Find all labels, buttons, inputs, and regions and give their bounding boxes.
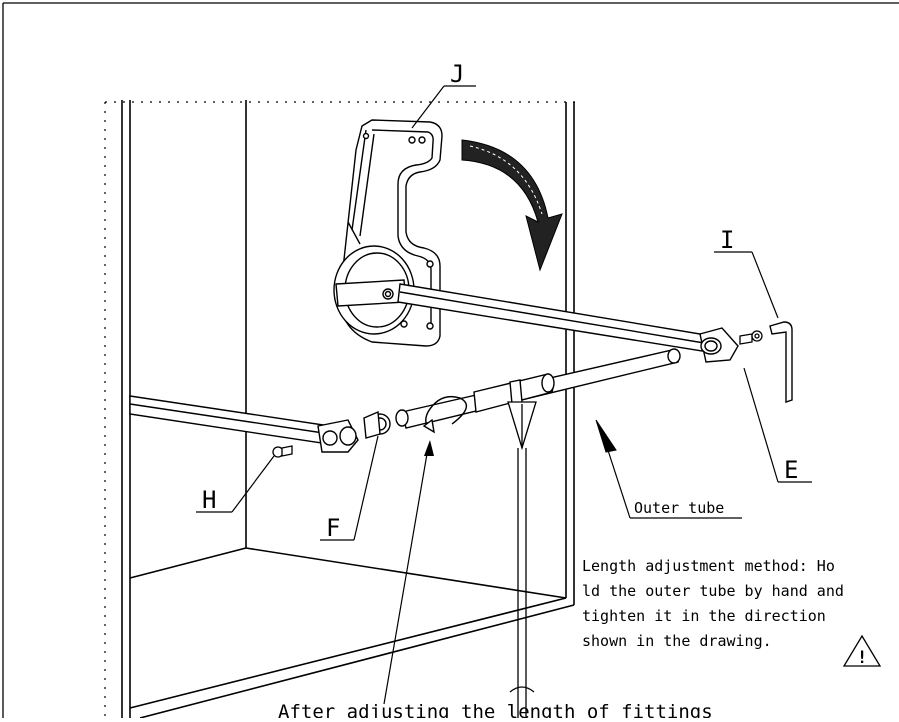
screw-e bbox=[739, 330, 763, 345]
upper-arm bbox=[397, 283, 713, 353]
label-f: F bbox=[326, 514, 340, 542]
label-i: I bbox=[720, 226, 734, 254]
elbow-connector-e bbox=[699, 327, 739, 363]
label-h: H bbox=[202, 486, 216, 514]
instruction-line-3: tighten it in the direction bbox=[582, 607, 826, 625]
pull-handle bbox=[507, 401, 537, 718]
rotation-arrow bbox=[461, 139, 563, 272]
instruction-line-4: shown in the drawing. bbox=[582, 632, 772, 650]
instruction-text: Length adjustment method: Ho ld the oute… bbox=[582, 557, 844, 650]
tube-pointer-arrow bbox=[424, 440, 434, 456]
warning-symbol: ! bbox=[857, 648, 867, 668]
warning-icon: ! bbox=[842, 634, 882, 668]
tube-rotation-arrow bbox=[422, 395, 468, 434]
label-e: E bbox=[784, 456, 798, 484]
outer-tube bbox=[473, 373, 555, 413]
outer-tube-pointer-arrow bbox=[595, 419, 617, 453]
lift-mechanism bbox=[333, 119, 443, 347]
bottom-caption: After adjusting the length of fittings bbox=[278, 701, 713, 718]
instruction-line-1: Length adjustment method: Ho bbox=[582, 557, 835, 575]
outer-tube-label: Outer tube bbox=[634, 499, 724, 517]
leader-lines bbox=[196, 85, 812, 705]
hex-key-i bbox=[769, 321, 793, 403]
end-cap-f bbox=[363, 409, 409, 439]
screw-h bbox=[272, 445, 293, 458]
lower-arm bbox=[129, 395, 331, 445]
label-j: J bbox=[450, 60, 464, 88]
instruction-line-2: ld the outer tube by hand and bbox=[582, 582, 844, 600]
elbow-connector-h bbox=[317, 419, 359, 453]
